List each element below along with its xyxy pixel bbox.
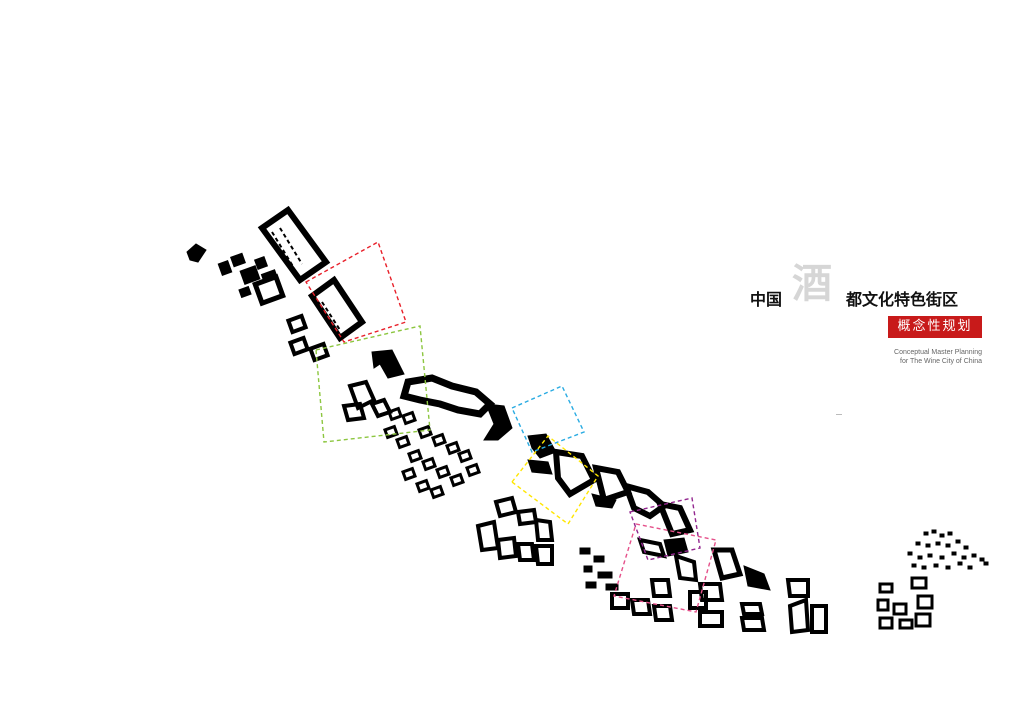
building-cluster-south (475, 495, 708, 622)
building-cluster-southeast (697, 547, 828, 635)
zone-pink (613, 523, 717, 613)
zone-green (315, 325, 431, 443)
building-cluster-dotted (907, 529, 989, 570)
english-subtitle-line1: Conceptual Master Planning (894, 349, 982, 356)
title-row: 中国 酒 都文化特色街区 (740, 262, 990, 312)
title-suffix: 都文化特色街区 (846, 290, 959, 309)
zone-yellow (511, 435, 599, 526)
zone-red (305, 240, 407, 343)
planning-zones (305, 240, 717, 613)
building-cluster-northwest (186, 243, 286, 307)
building-cluster-central (341, 349, 513, 500)
title-block: 中国 酒 都文化特色街区 概念性规划 Conceptual Master Pla… (740, 262, 990, 372)
english-subtitle-line2: for The Wine City of China (900, 358, 982, 365)
zone-cyan (511, 385, 585, 453)
building-cluster-east (876, 576, 934, 630)
building-cluster-upper (257, 205, 367, 363)
zone-purple (629, 497, 701, 561)
building-cluster-east-chain (527, 433, 695, 538)
title-prefix: 中国 (750, 290, 783, 309)
title-emphasis: 酒 (792, 260, 832, 307)
title-badge: 概念性规划 (888, 316, 982, 338)
divider-mark (836, 414, 842, 415)
building-footprints (186, 205, 989, 635)
